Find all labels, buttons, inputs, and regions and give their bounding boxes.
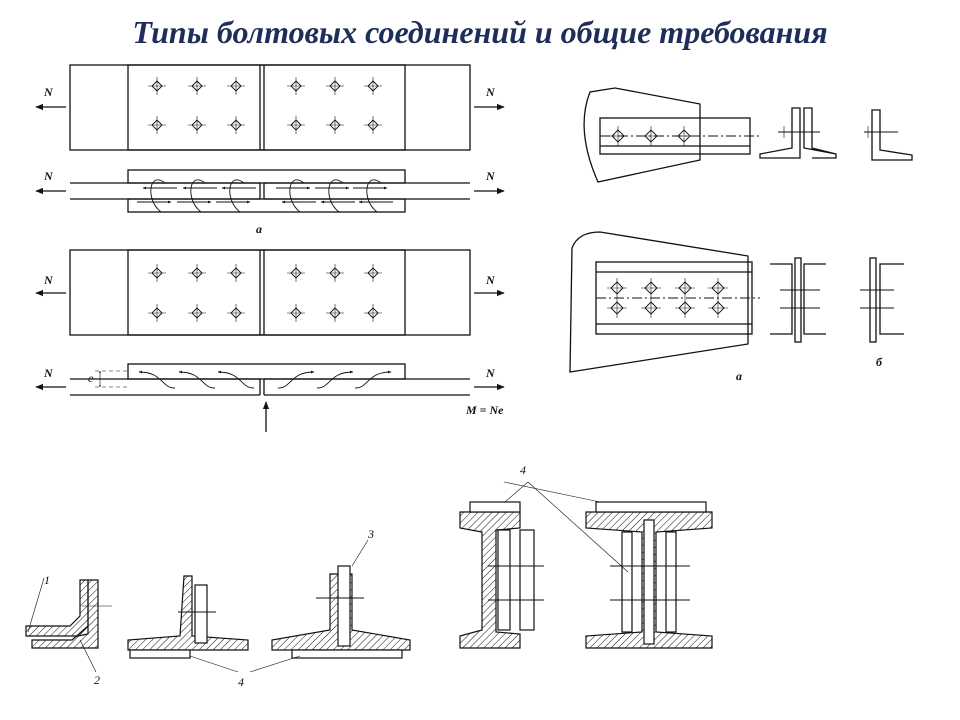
bolt-pattern-top bbox=[148, 77, 382, 134]
bolt-symbol bbox=[148, 304, 166, 322]
bolt-symbol bbox=[674, 126, 694, 146]
section-tee-with-pad: 3 4 bbox=[189, 527, 411, 689]
bolt-symbol bbox=[287, 264, 305, 282]
eccentricity-label: e bbox=[88, 371, 94, 385]
force-label-left-4: N bbox=[43, 366, 54, 380]
force-label-right-4: N bbox=[485, 366, 496, 380]
flow-curve bbox=[328, 179, 344, 213]
part-number-2: 2 bbox=[94, 673, 100, 687]
splice-plan-view-bottom: N N bbox=[35, 249, 505, 336]
bolt-symbol bbox=[326, 304, 344, 322]
bolt-symbol bbox=[608, 126, 628, 146]
bolt-symbol bbox=[326, 77, 344, 95]
part-number-4-top: 4 bbox=[520, 463, 526, 477]
bolt-symbol bbox=[675, 298, 695, 318]
part-number-3: 3 bbox=[367, 527, 374, 541]
bolt-symbol bbox=[641, 278, 661, 298]
splice-section-double-cover: N N а bbox=[35, 169, 505, 236]
caption-a-right: а bbox=[736, 369, 742, 383]
section-single-angle bbox=[127, 575, 249, 659]
bolt-symbol bbox=[287, 304, 305, 322]
force-arrows-row-1: N N bbox=[35, 85, 505, 111]
flow-curve bbox=[316, 370, 354, 389]
flow-curve bbox=[229, 179, 245, 213]
force-label-left-3: N bbox=[43, 273, 54, 287]
section-channel bbox=[459, 501, 544, 649]
force-flow-arrows-b bbox=[138, 370, 392, 389]
bolt-symbol bbox=[148, 77, 166, 95]
force-label-right-3: N bbox=[485, 273, 496, 287]
bolt-symbol bbox=[188, 116, 206, 134]
flow-curve bbox=[354, 370, 392, 389]
flow-curve bbox=[190, 179, 206, 213]
moment-label: M = Ne bbox=[465, 403, 504, 417]
bolt-pattern-bottom bbox=[148, 264, 382, 322]
section-angle-gusset-1: 1 2 bbox=[25, 573, 112, 687]
part-number-4-bottom: 4 bbox=[238, 675, 244, 689]
bolt-symbol bbox=[708, 278, 728, 298]
bolt-row-upper bbox=[608, 126, 694, 146]
bolt-symbol bbox=[364, 264, 382, 282]
caption-a-left: а bbox=[256, 222, 262, 236]
part-number-1: 1 bbox=[44, 573, 50, 587]
force-label-left-2: N bbox=[43, 169, 54, 183]
bolt-symbol bbox=[287, 77, 305, 95]
bolt-symbol bbox=[326, 116, 344, 134]
bolt-symbol bbox=[364, 304, 382, 322]
splice-section-single-cover: e N N M = Ne bbox=[35, 363, 505, 432]
single-channel-section bbox=[860, 257, 904, 343]
flow-curve bbox=[289, 179, 305, 213]
slide-title: Типы болтовых соединений и общие требова… bbox=[132, 14, 828, 50]
bolt-symbol bbox=[641, 298, 661, 318]
bolt-symbol bbox=[675, 278, 695, 298]
flow-curve bbox=[138, 370, 176, 389]
flow-curve bbox=[277, 370, 315, 389]
bolt-grid-lower bbox=[607, 278, 728, 318]
gusset-angle-connection-upper bbox=[583, 87, 913, 183]
section-i-beam: 4 bbox=[503, 463, 713, 649]
double-angle-section-upper bbox=[759, 107, 837, 159]
bolt-symbol bbox=[607, 298, 627, 318]
bolt-symbol bbox=[227, 304, 245, 322]
bolt-symbol bbox=[326, 264, 344, 282]
bolt-symbol bbox=[148, 116, 166, 134]
flow-curve bbox=[366, 179, 382, 213]
bolt-symbol bbox=[188, 77, 206, 95]
bolt-symbol bbox=[708, 298, 728, 318]
force-label-right-1: N bbox=[485, 85, 496, 99]
bolt-symbol bbox=[364, 77, 382, 95]
single-angle-section-upper bbox=[864, 109, 913, 161]
caption-b-right: б bbox=[876, 355, 883, 369]
flow-curve bbox=[178, 370, 216, 389]
force-label-right-2: N bbox=[485, 169, 496, 183]
force-flow-arrows-a bbox=[137, 179, 393, 213]
bolt-symbol bbox=[641, 126, 661, 146]
gusset-channel-connection-lower: а б bbox=[569, 231, 904, 383]
splice-plan-view-top bbox=[69, 64, 471, 151]
bolt-symbol bbox=[227, 116, 245, 134]
bolt-symbol bbox=[227, 264, 245, 282]
bolt-symbol bbox=[188, 304, 206, 322]
flow-curve bbox=[217, 370, 255, 389]
force-label-left-1: N bbox=[43, 85, 54, 99]
bolt-symbol bbox=[607, 278, 627, 298]
flow-curve bbox=[150, 179, 166, 213]
bolt-symbol bbox=[364, 116, 382, 134]
double-channel-section bbox=[770, 257, 826, 343]
bolt-symbol bbox=[188, 264, 206, 282]
bolt-symbol bbox=[148, 264, 166, 282]
bolt-symbol bbox=[227, 77, 245, 95]
bolt-symbol bbox=[287, 116, 305, 134]
